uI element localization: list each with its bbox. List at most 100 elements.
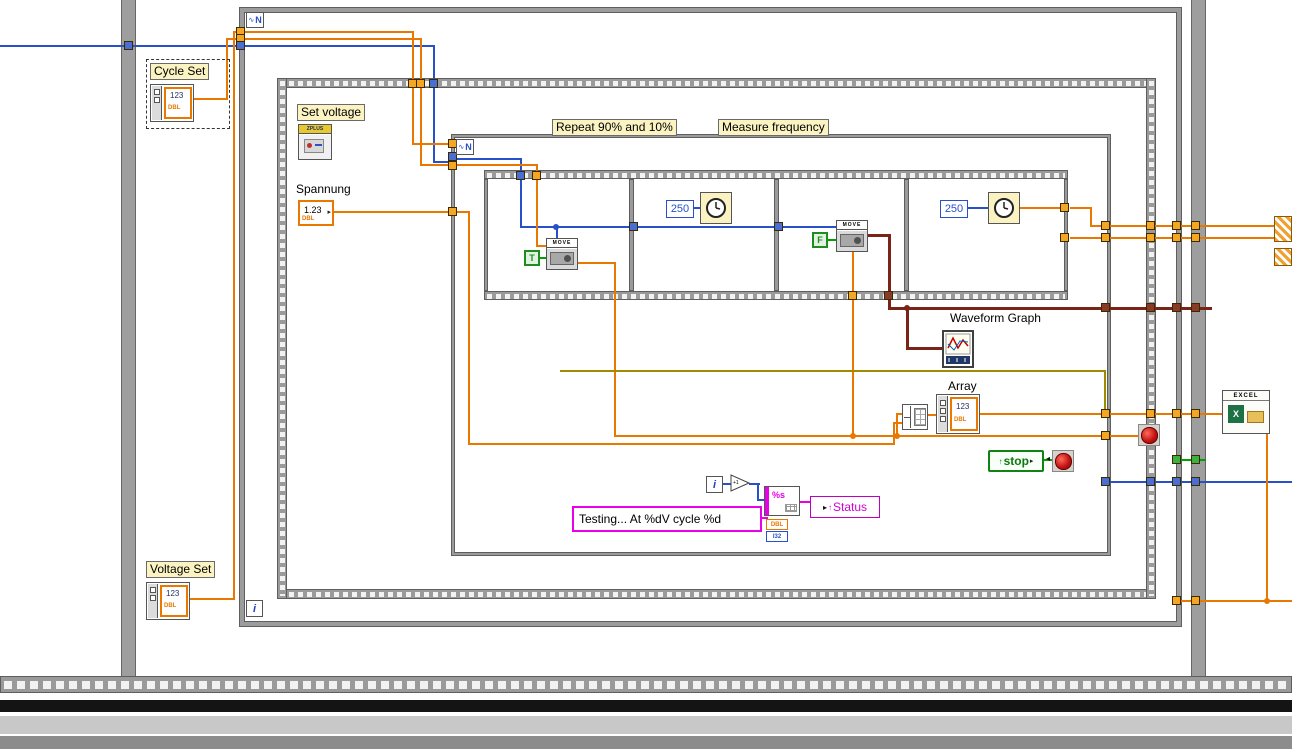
array-indicator[interactable]: 123 DBL bbox=[936, 394, 980, 434]
wire-dbl bbox=[233, 31, 414, 33]
clipped-array-constant[interactable] bbox=[1274, 248, 1292, 266]
wire-dbl bbox=[1070, 207, 1092, 209]
control-arrow-icon: ▸ bbox=[327, 209, 331, 216]
outer-structure-black-band bbox=[0, 700, 1292, 712]
tunnel bbox=[1191, 409, 1200, 418]
wire-dbl bbox=[614, 435, 1142, 437]
spannung-label: Spannung bbox=[296, 182, 351, 196]
numeric-constant-250[interactable]: 250 bbox=[666, 200, 694, 218]
iteration-terminal[interactable]: i bbox=[706, 476, 723, 493]
wire-waveform bbox=[906, 307, 909, 349]
set-voltage-vi[interactable]: ZPLUS bbox=[298, 124, 332, 160]
tunnel bbox=[1172, 221, 1181, 230]
increment-function[interactable]: +1 bbox=[730, 474, 751, 492]
wire-int bbox=[968, 207, 988, 209]
wire-int bbox=[520, 226, 842, 228]
wire-junction bbox=[904, 305, 910, 311]
wire-dbl bbox=[1020, 207, 1066, 209]
clipped-array-constant[interactable] bbox=[1274, 216, 1292, 242]
iteration-terminal[interactable]: i bbox=[246, 600, 263, 617]
measure-note-label: Measure frequency bbox=[718, 119, 829, 136]
wire-junction bbox=[1264, 598, 1270, 604]
spannung-numeric-control[interactable]: 1.23 DBL ▸ bbox=[298, 200, 334, 226]
wire-dbl bbox=[896, 413, 904, 415]
tunnel bbox=[448, 161, 457, 170]
tunnel bbox=[1101, 431, 1110, 440]
wait-ms-function[interactable] bbox=[988, 192, 1020, 224]
flat-sequence-bottom-border bbox=[484, 291, 1068, 300]
tunnel bbox=[884, 291, 893, 300]
latch-arrow-icon: ↑ bbox=[998, 456, 1003, 466]
wire-dbl bbox=[896, 413, 898, 437]
wave-glyph: ∿ bbox=[248, 17, 255, 24]
tunnel bbox=[1191, 303, 1200, 312]
tunnel bbox=[1172, 233, 1181, 242]
excel-report-vi[interactable]: EXCEL X bbox=[1222, 390, 1270, 434]
latch-arrow-icon: ↑ bbox=[827, 502, 832, 512]
wire-dbl bbox=[578, 262, 616, 264]
true-constant[interactable]: T bbox=[524, 250, 540, 266]
flat-sequence-frame-separator bbox=[629, 179, 634, 291]
wire-dbl bbox=[412, 31, 414, 145]
voltage-set-array-control[interactable]: 123 DBL bbox=[146, 582, 190, 620]
flat-sequence-frame-separator bbox=[774, 179, 779, 291]
move-vi[interactable]: MOVE bbox=[836, 220, 868, 252]
wire-dbl bbox=[420, 38, 422, 166]
tunnel bbox=[532, 171, 541, 180]
wait-ms-function[interactable] bbox=[700, 192, 732, 224]
tunnel bbox=[774, 222, 783, 231]
tunnel bbox=[1101, 303, 1110, 312]
tunnel bbox=[1060, 233, 1069, 242]
tunnel bbox=[1146, 477, 1155, 486]
tunnel bbox=[1101, 409, 1110, 418]
wire-int bbox=[0, 45, 433, 47]
wire-int bbox=[749, 483, 760, 485]
for-loop-outer bbox=[240, 8, 1181, 626]
dbl-type-tag: DBL bbox=[954, 417, 967, 423]
false-constant[interactable]: F bbox=[812, 232, 828, 248]
array-element-value: 123 bbox=[956, 402, 970, 411]
wire-junction bbox=[850, 433, 856, 439]
wire-dbl bbox=[186, 98, 228, 100]
wire-junction bbox=[894, 433, 900, 439]
wire-dbl bbox=[420, 164, 538, 166]
tunnel bbox=[1101, 477, 1110, 486]
build-array-function[interactable] bbox=[902, 404, 928, 430]
wire-dbl bbox=[233, 31, 235, 600]
tunnel bbox=[1191, 477, 1200, 486]
tunnel bbox=[448, 152, 457, 161]
voltage-set-label: Voltage Set bbox=[146, 561, 216, 578]
loop-count-terminal[interactable]: ∿ N bbox=[456, 139, 474, 155]
tunnel bbox=[1191, 233, 1200, 242]
wire-dbl bbox=[334, 211, 456, 213]
array-element-value: 123 bbox=[166, 589, 180, 598]
vi-banner-text: ZPLUS bbox=[306, 126, 324, 132]
i32-type-tag: I32 bbox=[766, 531, 788, 542]
cycle-set-label: Cycle Set bbox=[150, 63, 210, 80]
dbl-type-tag: DBL bbox=[168, 105, 181, 111]
stop-button[interactable] bbox=[1138, 424, 1160, 446]
wire-dbl bbox=[1090, 207, 1092, 227]
stop-terminal[interactable]: ↑ stop ▸ bbox=[988, 450, 1044, 472]
cycle-set-array-control[interactable]: 123 DBL bbox=[150, 84, 194, 122]
stop-button[interactable] bbox=[1052, 450, 1074, 472]
move-vi[interactable]: MOVE bbox=[546, 238, 578, 270]
status-indicator[interactable]: ▸ ↑ Status bbox=[810, 496, 880, 518]
increment-label: +1 bbox=[733, 480, 739, 486]
numeric-constant-250[interactable]: 250 bbox=[940, 200, 968, 218]
latch-glyph: ◂ bbox=[1046, 454, 1051, 463]
format-string-constant[interactable]: Testing... At %dV cycle %d bbox=[572, 506, 762, 532]
wire-error bbox=[1104, 370, 1106, 415]
tunnel bbox=[848, 291, 857, 300]
tunnel bbox=[124, 41, 133, 50]
tunnel bbox=[1146, 233, 1155, 242]
tunnel bbox=[1146, 303, 1155, 312]
wire-dbl bbox=[456, 211, 470, 213]
format-into-string-function[interactable]: %s bbox=[764, 486, 800, 516]
loop-count-terminal[interactable]: ∿ N bbox=[246, 12, 264, 28]
tunnel bbox=[1172, 409, 1181, 418]
wire-int bbox=[520, 158, 522, 228]
tunnel bbox=[429, 79, 438, 88]
waveform-graph-terminal[interactable] bbox=[942, 330, 974, 368]
